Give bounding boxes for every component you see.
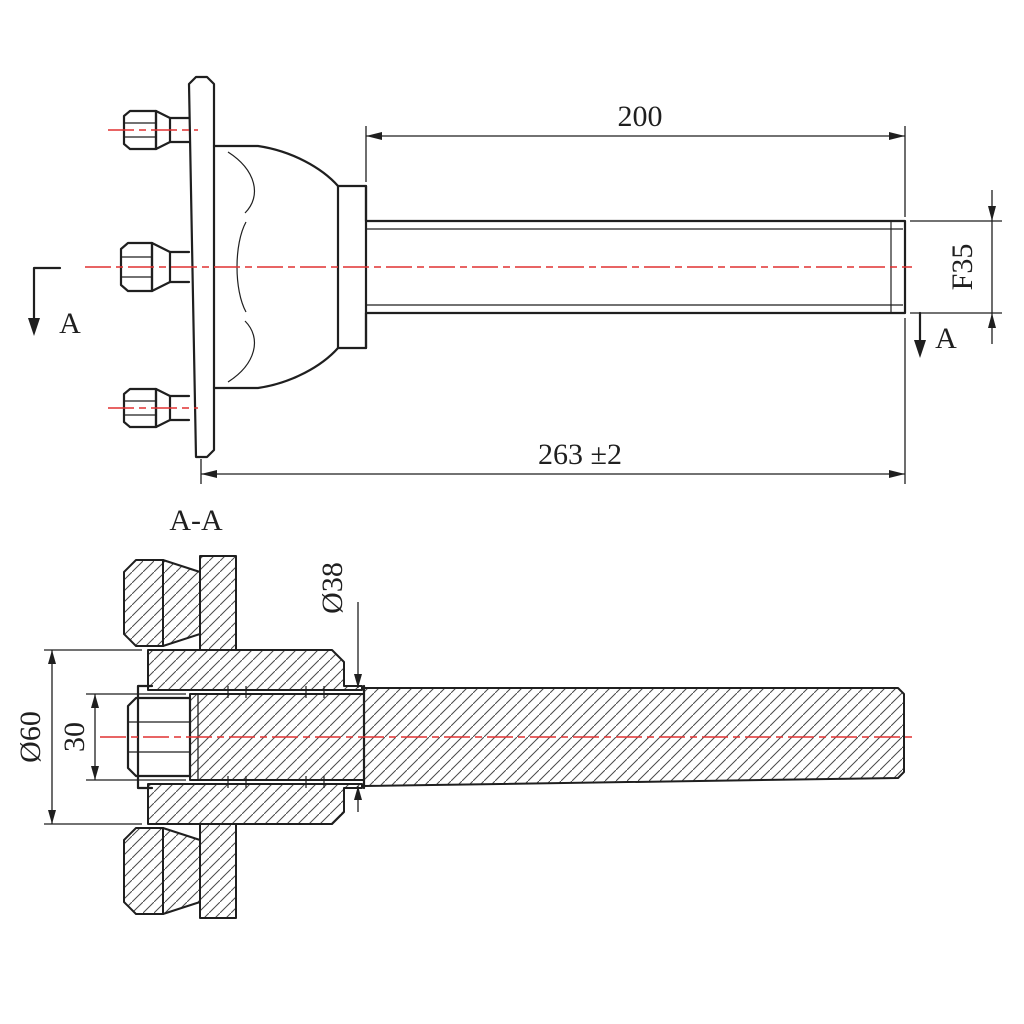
stud-head-section-top [123,559,164,647]
flange-section-top [199,555,237,651]
dim-seat-diameter-label: Ø38 [316,562,349,614]
section-cut-marks [28,266,926,358]
dim-overall-length-label: 263 ±2 [538,438,622,471]
flange-section-bottom [199,823,237,919]
dim-shaft-diameter-label: F35 [946,244,979,291]
section-letter-left: A [59,307,81,340]
wheel-stud-middle [119,241,191,293]
section-view-title: A-A [169,504,223,537]
casting-curve-lower [227,320,256,383]
section-arrow-right [914,340,926,358]
stud-hex-head [122,387,158,429]
stud-cone-section-bottom [162,827,201,915]
stud-cone-section-top [162,559,201,647]
dimension-arrows-section-view [48,650,362,824]
section-letter-right: A [935,322,957,355]
bearing-lines [227,686,325,788]
dim-shaft-length-label: 200 [618,100,663,133]
dimension-arrows-side-view [201,132,996,478]
hub-wall-section-top [147,649,363,691]
dim-hub-diameter-label: Ø60 [14,711,47,763]
stud-hex-head [119,241,154,293]
spindle-nut [126,696,192,778]
stud-head-section-bottom [123,827,164,915]
dim-bore-label: 30 [58,722,91,752]
stud-hex-head [122,109,158,151]
section-arrow-left [28,318,40,336]
hub-wall-section-bottom [147,783,363,825]
wheel-stud-bottom [122,387,191,429]
centerlines [85,129,912,738]
casting-curve-upper [227,151,256,214]
wheel-stud-top [122,109,191,151]
dimension-lines-section-view [44,602,359,825]
